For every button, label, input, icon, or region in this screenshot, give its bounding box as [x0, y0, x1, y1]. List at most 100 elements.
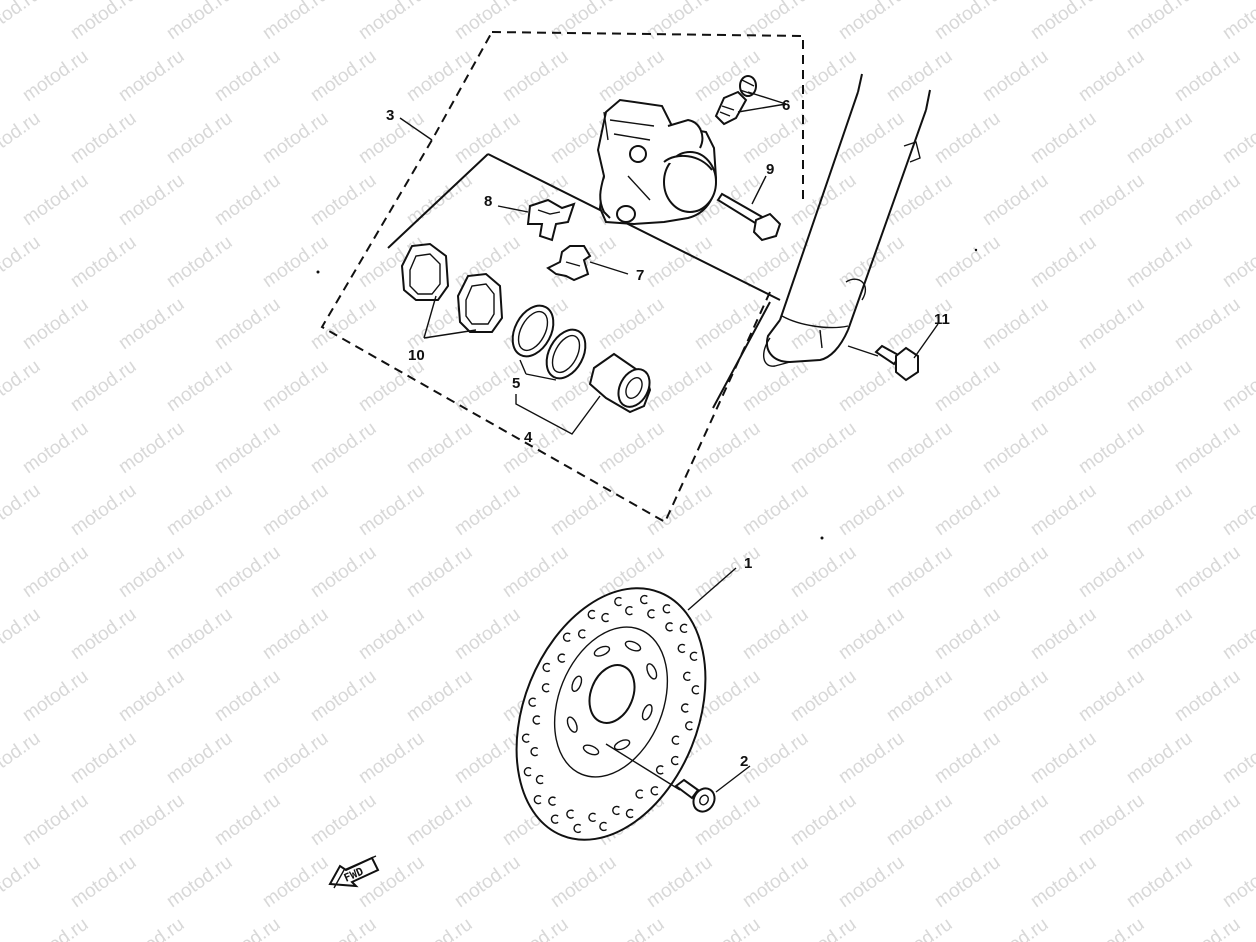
watermark-text: motod.ru [67, 480, 140, 540]
disc-hole [550, 814, 559, 824]
piston [588, 352, 652, 414]
hub-slot [613, 739, 631, 751]
watermark-text: motod.ru [259, 108, 332, 168]
disc-hole [679, 623, 688, 634]
watermark-text: motod.ru [739, 852, 812, 912]
watermark-text: motod.ru [1171, 418, 1244, 478]
watermark-text: motod.ru [1075, 418, 1148, 478]
watermark-text: motod.ru [163, 0, 236, 44]
disc-hole [577, 629, 586, 639]
watermark-text: motod.ru [19, 542, 92, 602]
watermark-text: motod.ru [163, 852, 236, 912]
watermark-text: motod.ru [931, 108, 1004, 168]
watermark-text: motod.ru [19, 46, 92, 106]
watermark-text: motod.ru [1219, 728, 1256, 788]
pad-spring [526, 198, 576, 242]
watermark-text: motod.ru [1123, 0, 1196, 44]
watermark-text: motod.ru [259, 232, 332, 292]
watermark-text: motod.ru [979, 418, 1052, 478]
watermark-text: motod.ru [931, 232, 1004, 292]
watermark-text: motod.ru [835, 852, 908, 912]
watermark-text: motod.ru [595, 294, 668, 354]
watermark-text: motod.ru [1171, 294, 1244, 354]
watermark-text: motod.ru [307, 542, 380, 602]
watermark-text: motod.ru [451, 728, 524, 788]
watermark-text: motod.ru [835, 604, 908, 664]
disc-hole [671, 735, 680, 745]
watermark-text: motod.ru [451, 604, 524, 664]
disc-hole [677, 643, 686, 654]
disc-hole [625, 605, 633, 616]
watermark-text: motod.ru [163, 356, 236, 416]
watermark-text: motod.ru [1219, 604, 1256, 664]
disc-holes [521, 594, 700, 834]
watermark-text: motod.ru [595, 418, 668, 478]
watermark-text: motod.ru [979, 914, 1052, 942]
watermark-text: motod.ru [1123, 604, 1196, 664]
callout-9: 9 [766, 161, 774, 178]
watermark-text: motod.ru [451, 852, 524, 912]
watermark-text: motod.ru [0, 852, 44, 912]
watermark-text: motod.ru [643, 356, 716, 416]
watermark-text: motod.ru [1027, 0, 1100, 44]
watermark-text: motod.ru [1123, 232, 1196, 292]
watermark-text: motod.ru [211, 46, 284, 106]
watermark-text: motod.ru [979, 666, 1052, 726]
watermark-text: motod.ru [691, 914, 764, 942]
disc-hole [647, 609, 655, 619]
watermark-text: motod.ru [691, 542, 764, 602]
watermark-text: motod.ru [1075, 666, 1148, 726]
watermark-text: motod.ru [355, 728, 428, 788]
watermark-text: motod.ru [211, 294, 284, 354]
watermark-text: motod.ru [931, 728, 1004, 788]
callout-4: 4 [524, 429, 533, 446]
watermark-text: motod.ru [1219, 356, 1256, 416]
watermark-text: motod.ru [115, 542, 188, 602]
watermark-text: motod.ru [499, 418, 572, 478]
watermark-text: motod.ru [163, 728, 236, 788]
watermark-text: motod.ru [355, 480, 428, 540]
watermark-text: motod.ru [1219, 0, 1256, 44]
watermark-text: motod.ru [787, 46, 860, 106]
watermark-text: motod.ru [883, 542, 956, 602]
hub-slot [582, 744, 600, 756]
watermark-text: motod.ru [1171, 790, 1244, 850]
watermark-text: motod.ru [979, 46, 1052, 106]
leader-lines [399, 91, 939, 793]
watermark-text: motod.ru [163, 480, 236, 540]
watermark-text: motod.ru [1219, 852, 1256, 912]
watermark-text: motod.ru [259, 480, 332, 540]
watermark-text: motod.ru [1027, 604, 1100, 664]
disc-hole [523, 767, 532, 777]
watermark-text: motod.ru [163, 604, 236, 664]
watermark-text: motod.ru [547, 852, 620, 912]
watermark-text: motod.ru [979, 170, 1052, 230]
watermark-text: motod.ru [1027, 232, 1100, 292]
watermark-text: motod.ru [787, 914, 860, 942]
watermark-text: motod.ru [19, 666, 92, 726]
piston-seals [511, 304, 587, 380]
watermark-text: motod.ru [403, 666, 476, 726]
watermark-text: motod.ru [931, 480, 1004, 540]
kit-frame [387, 153, 781, 409]
callout-11: 11 [934, 311, 950, 328]
hub-slot [566, 716, 578, 733]
disc-hole [689, 651, 698, 661]
watermark-text: motod.ru [835, 0, 908, 44]
watermark-text: motod.ru [115, 790, 188, 850]
watermark-text: motod.ru [931, 0, 1004, 44]
watermark-text: motod.ru [355, 0, 428, 44]
watermark-text: motod.ru [835, 728, 908, 788]
watermark-text: motod.ru [211, 542, 284, 602]
watermark-text: motod.ru [67, 852, 140, 912]
hub-slot [593, 645, 611, 657]
watermark-text: motod.ru [19, 914, 92, 942]
disc-hole [639, 594, 648, 605]
watermark-text: motod.ru [1171, 542, 1244, 602]
watermark-text: motod.ru [307, 666, 380, 726]
watermark-text: motod.ru [1027, 728, 1100, 788]
disc-hole [532, 715, 541, 725]
watermark-text: motod.ru [115, 914, 188, 942]
watermark-text: motod.ru [163, 232, 236, 292]
